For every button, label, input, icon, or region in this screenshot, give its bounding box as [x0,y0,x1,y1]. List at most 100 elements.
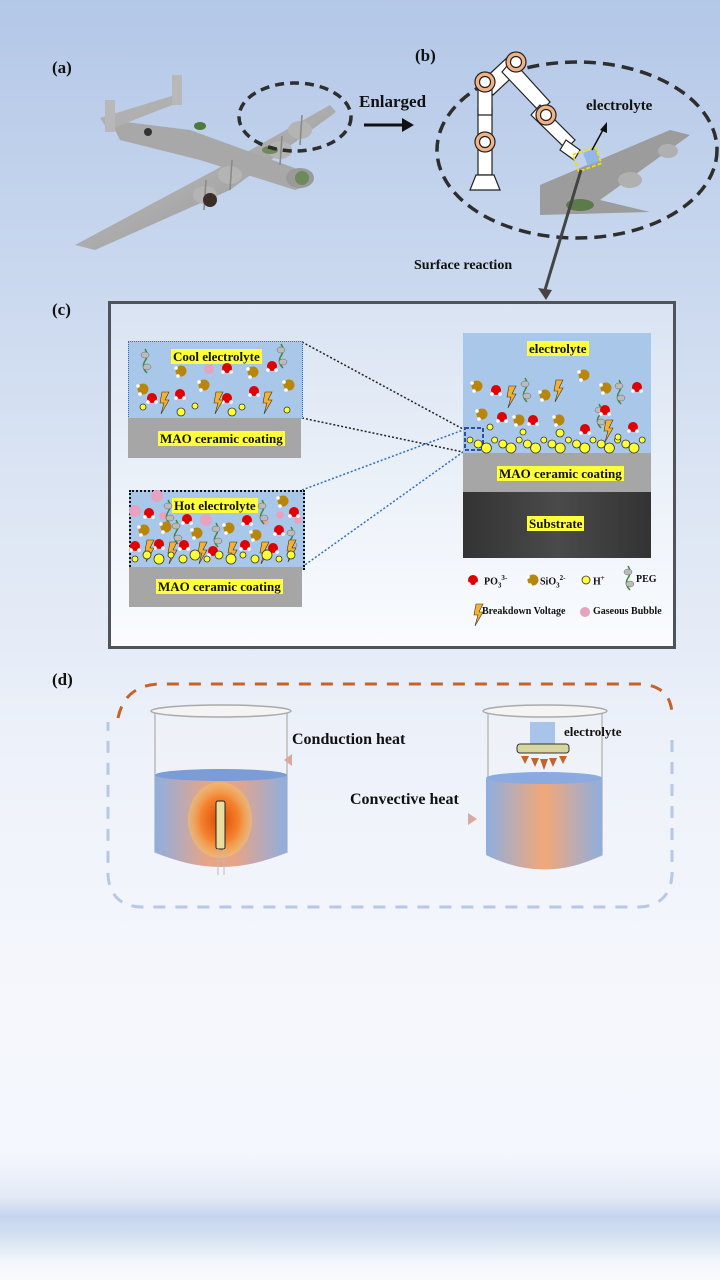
sio3-molecule [175,365,187,377]
legend-po3: PO33- [484,574,508,590]
enlarged-label: Enlarged [359,92,427,111]
surface-reaction-label: Surface reaction [414,258,513,273]
breakdown-voltage-bolt [262,391,273,415]
gaseous-bubble [276,511,284,519]
panel-label-a: (a) [52,58,72,77]
po3-molecule [175,389,185,399]
right-beaker [482,704,608,870]
po3-molecule [242,515,252,525]
po3-molecule [130,541,140,551]
convective-arrow-icon [468,813,477,825]
po3-molecule [632,382,642,392]
h-ion [275,555,283,563]
h-ion [142,550,152,560]
panel-label-b: (b) [415,46,436,65]
h-ion [554,442,566,454]
wing-closeup-illustration [540,130,690,215]
breakdown-voltage-bolt [159,391,170,415]
h-ion [581,575,591,585]
h-ion [250,554,260,564]
h-ion [579,442,591,454]
po3-molecule [249,386,259,396]
h-ion [530,442,541,454]
breakdown-voltage-bolt [553,379,564,403]
zoom-region-marker [464,427,484,451]
h-ion [178,554,188,564]
po3-molecule [274,525,284,535]
panel-label-c: (c) [52,300,71,319]
h-ion [214,550,224,560]
panel-d-frame-top [116,682,674,719]
h-ion [498,439,508,449]
panel-d-graphics [106,682,674,909]
legend-gaseous-bubble: Gaseous Bubble [593,606,662,617]
electrolyte-label-b: electrolyte [586,98,653,114]
po3-molecule [468,575,478,585]
gaseous-bubble [580,607,590,617]
airplane-illustration [75,75,336,250]
stack-substrate-label: Substrate [527,516,585,531]
panel-c-molecules [129,343,646,627]
po3-molecule [491,385,501,395]
h-ion [596,439,606,449]
h-ion [131,555,139,563]
cool-coating-label: MAO ceramic coating [158,431,285,446]
gaseous-bubble [204,364,214,374]
sio3-molecule [539,389,551,401]
stack-coating-label: MAO ceramic coating [497,466,624,481]
po3-molecule [580,424,590,434]
po3-molecule [267,361,277,371]
conduction-heat-label: Conduction heat [292,731,406,748]
sio3-molecule [198,379,210,391]
sio3-molecule [138,524,150,536]
legend-peg: PEG [636,574,657,585]
target-region-box [571,145,603,173]
po3-molecule [289,507,299,517]
gaseous-bubble [294,516,302,524]
breakdown-voltage-bolt [213,391,224,415]
h-ion [227,407,237,417]
highlight-ellipse-b [435,60,719,240]
sio3-molecule [471,380,483,392]
h-ion [523,439,532,449]
h-ion [505,442,517,454]
po3-molecule [600,405,610,415]
cool-electrolyte-title: Cool electrolyte [171,349,262,364]
sio3-molecule [277,495,289,507]
h-ion [189,549,201,561]
sio3-molecule [250,529,262,541]
h-ion [565,436,572,444]
h-ion [167,551,175,559]
hot-coating-label: MAO ceramic coating [156,579,283,594]
sio3-molecule [476,408,488,420]
h-ion [491,436,499,444]
sio3-molecule [578,369,590,381]
h-ion [572,439,581,449]
h-ion [176,407,186,417]
h-ion [153,553,165,565]
po3-molecule [144,508,154,518]
stack-electrolyte-label: electrolyte [527,341,589,356]
po3-molecule [528,415,538,425]
surface-reaction-arrow-icon [538,288,552,300]
breakdown-voltage-bolt [473,603,484,627]
po3-molecule [154,539,164,549]
h-ion [139,403,147,411]
electrolyte-label-d: electrolyte [564,724,622,739]
h-ion [519,428,527,436]
h-ion [604,442,615,454]
highlight-ellipse-a [237,81,353,153]
h-ion [286,550,296,560]
po3-molecule [628,422,638,432]
po3-molecule [497,412,507,422]
po3-molecule [268,543,278,553]
gaseous-bubble [151,490,163,502]
gaseous-bubble [200,514,212,526]
breakdown-voltage-bolt [506,385,517,409]
left-beaker [150,704,292,875]
h-ion [480,442,492,454]
h-ion [191,402,199,410]
h-ion [466,436,474,444]
po3-molecule [179,540,189,550]
h-ion [555,428,565,438]
